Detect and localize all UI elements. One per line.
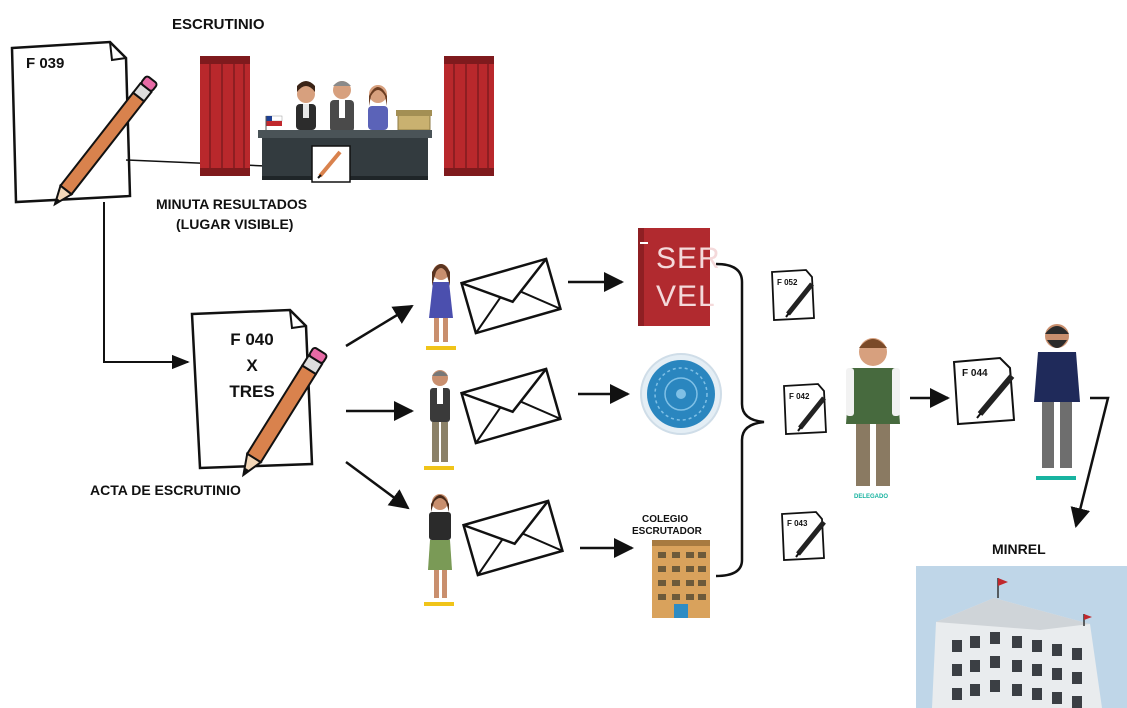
- official-caption-bar: [1036, 476, 1076, 480]
- f040-line2: X: [246, 356, 258, 375]
- poll-worker-2-icon: [330, 81, 354, 132]
- f052-label: F 052: [777, 278, 798, 287]
- poll-worker-3-icon: [368, 85, 388, 130]
- person-3-icon: [424, 494, 454, 606]
- arrow-f040-to-person1: [345, 304, 414, 348]
- colegio-seal-icon: [640, 353, 722, 435]
- f042-label: F 042: [789, 392, 810, 401]
- colegio-building-icon: [652, 540, 710, 618]
- official-person-icon: [1034, 324, 1080, 468]
- minrel-building-icon: [916, 566, 1127, 708]
- f044-label: F 044: [962, 368, 988, 379]
- servel-logo-icon: [638, 228, 710, 326]
- envelope-3-icon: [461, 499, 565, 577]
- poll-worker-1-icon: [296, 81, 316, 130]
- arrow-official-to-minrel: [1070, 396, 1110, 528]
- minrel-label: MINREL: [992, 541, 1046, 557]
- colegio-line2: ESCRUTADOR: [632, 526, 702, 537]
- servel-text-line2: VEL: [656, 280, 716, 313]
- f043-label: F 043: [787, 519, 808, 528]
- left-curtain-icon: [200, 56, 250, 176]
- minuta-line2: (LUGAR VISIBLE): [176, 216, 294, 232]
- person-2-icon: [424, 370, 454, 470]
- right-curtain-icon: [444, 56, 494, 176]
- document-f042-icon: F 042: [783, 383, 827, 435]
- envelope-2-icon: [459, 367, 563, 445]
- colegio-line1: COLEGIO: [642, 514, 689, 525]
- ballot-box-icon: [396, 110, 432, 131]
- arrow-f040-to-person3: [345, 460, 410, 510]
- delegado-caption: DELEGADO: [854, 494, 889, 500]
- f039-label: F 039: [26, 55, 64, 72]
- document-f044-icon: F 044: [952, 356, 1016, 426]
- document-f040-icon: F 040 X TRES: [190, 308, 328, 478]
- minuta-line1: MINUTA RESULTADOS: [156, 196, 308, 212]
- escrutinio-title: ESCRUTINIO: [172, 16, 265, 33]
- acta-label: ACTA DE ESCRUTINIO: [90, 482, 241, 498]
- escrutinio-scene: [200, 56, 494, 183]
- merge-bracket: [715, 262, 765, 578]
- f040-line1: F 040: [230, 330, 273, 349]
- delegado-person-icon: [846, 338, 900, 486]
- connector-f039-to-f040: [103, 202, 190, 370]
- person-1-icon: [426, 264, 456, 350]
- f040-line3: TRES: [229, 382, 274, 401]
- document-f039-icon: F 039: [10, 40, 158, 207]
- servel-text-line1: SER: [656, 242, 721, 275]
- envelope-1-icon: [459, 257, 563, 335]
- document-f043-icon: F 043: [781, 511, 826, 561]
- minuta-sign-icon: [311, 145, 351, 183]
- document-f052-icon: F 052: [771, 269, 815, 321]
